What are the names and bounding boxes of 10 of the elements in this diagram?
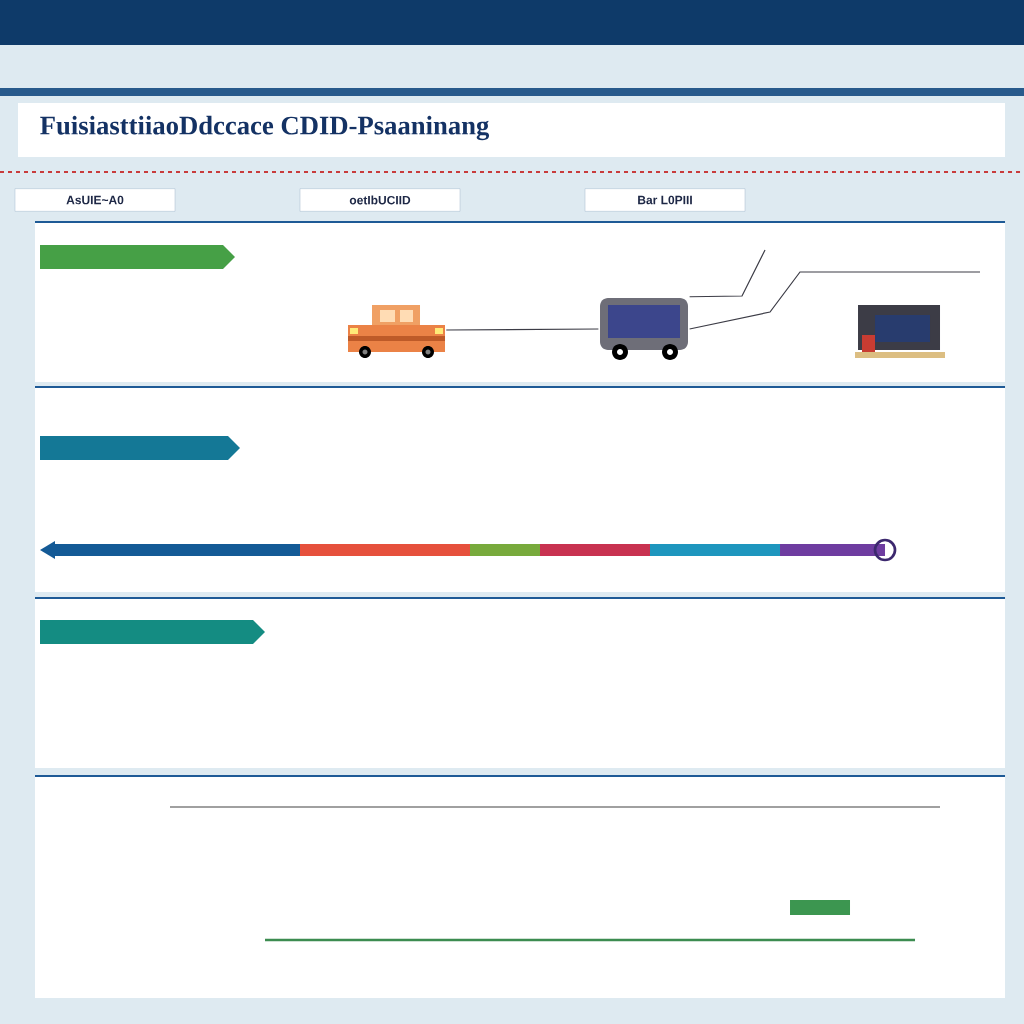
cart-drawing [348, 305, 445, 358]
title-banner: FuisiasttiiaoDdccace CDID-Psaaninang [18, 103, 1005, 157]
vehicle-drawing [600, 298, 688, 360]
tab-box: AsUIE~A0 [14, 188, 176, 212]
kiosk-drawing [855, 305, 945, 358]
tab-box: oetIbUCIID [299, 188, 461, 212]
connector-line [689, 271, 981, 330]
connector-line [445, 328, 599, 331]
tab-box: Bar L0PIII [584, 188, 746, 212]
connector-line [689, 249, 766, 298]
